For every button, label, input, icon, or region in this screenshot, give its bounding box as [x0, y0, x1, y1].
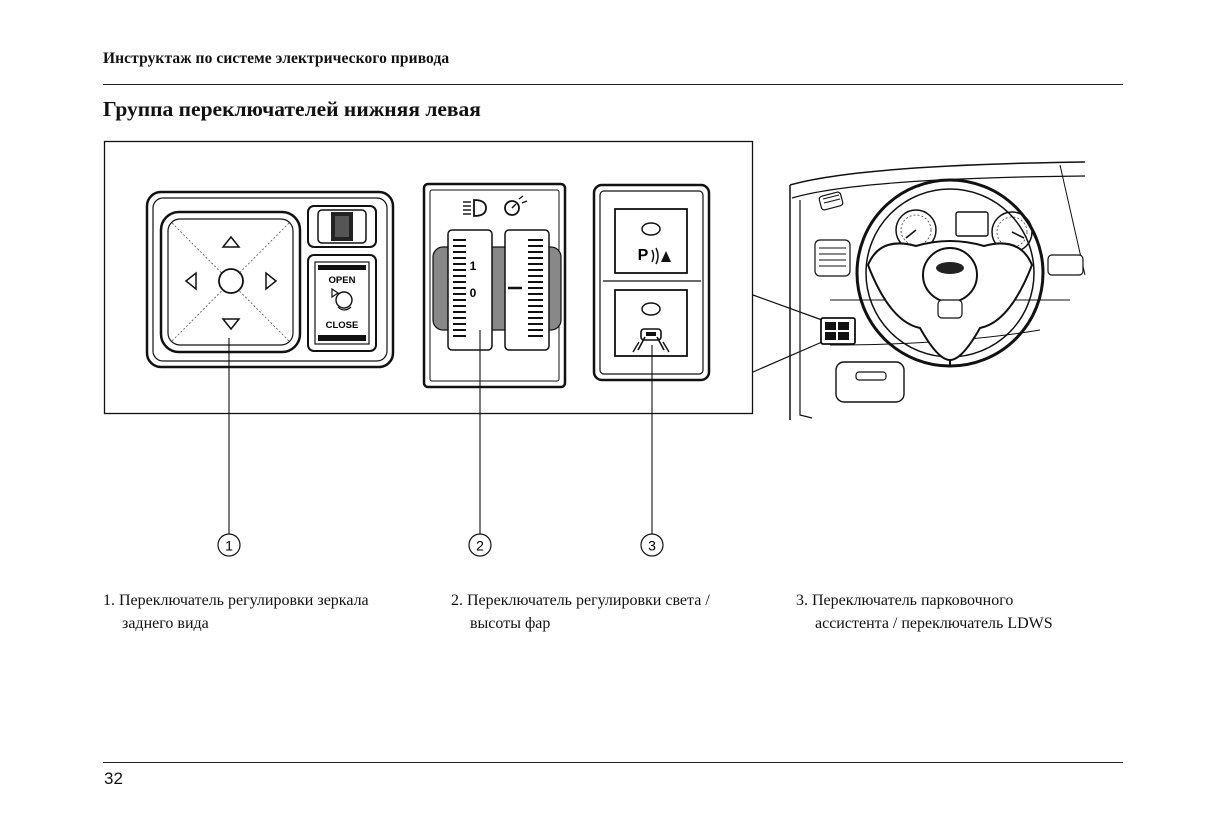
caption-2-line1: 2. Переключатель регулировки света / [451, 592, 710, 609]
center-air-vent [815, 240, 850, 276]
light-switch-panel: 1 0 [424, 184, 565, 387]
mirror-open-label: OPEN [329, 275, 356, 286]
caption-3-line1: 3. Переключатель парковочного [796, 592, 1013, 609]
page-number: 32 [104, 769, 123, 789]
caption-3: 3. Переключатель парковочного ассистента… [796, 589, 1053, 635]
mirror-close-label: CLOSE [326, 320, 359, 331]
parking-assist-label: P [638, 247, 649, 264]
caption-3-line2: ассистента / переключатель LDWS [796, 612, 1053, 635]
side-air-vent [819, 191, 844, 210]
mirror-fold-button: OPEN CLOSE [308, 255, 376, 351]
light-wheel-mark-1: 1 [470, 259, 477, 273]
caption-2: 2. Переключатель регулировки света / выс… [451, 589, 710, 635]
mirror-direction-pad-icon [161, 212, 300, 352]
switch-group-location-marker [821, 318, 855, 344]
mirror-switch-panel: OPEN CLOSE [147, 192, 393, 367]
caption-1-line2: заднего вида [103, 612, 369, 635]
steering-wheel-icon [857, 180, 1043, 366]
light-wheel-mark-0: 0 [470, 286, 477, 300]
callout-1-label: 1 [225, 538, 233, 554]
footer-divider [103, 762, 1123, 763]
caption-1: 1. Переключатель регулировки зеркала зад… [103, 589, 369, 635]
caption-1-line1: 1. Переключатель регулировки зеркала [103, 592, 369, 609]
mirror-select-knob [308, 206, 376, 247]
callout-2-label: 2 [476, 538, 484, 554]
callout-1: 1 [218, 338, 240, 556]
callout-3-label: 3 [648, 538, 656, 554]
dashboard-overview [753, 162, 1085, 420]
caption-2-line2: высоты фар [451, 612, 710, 635]
